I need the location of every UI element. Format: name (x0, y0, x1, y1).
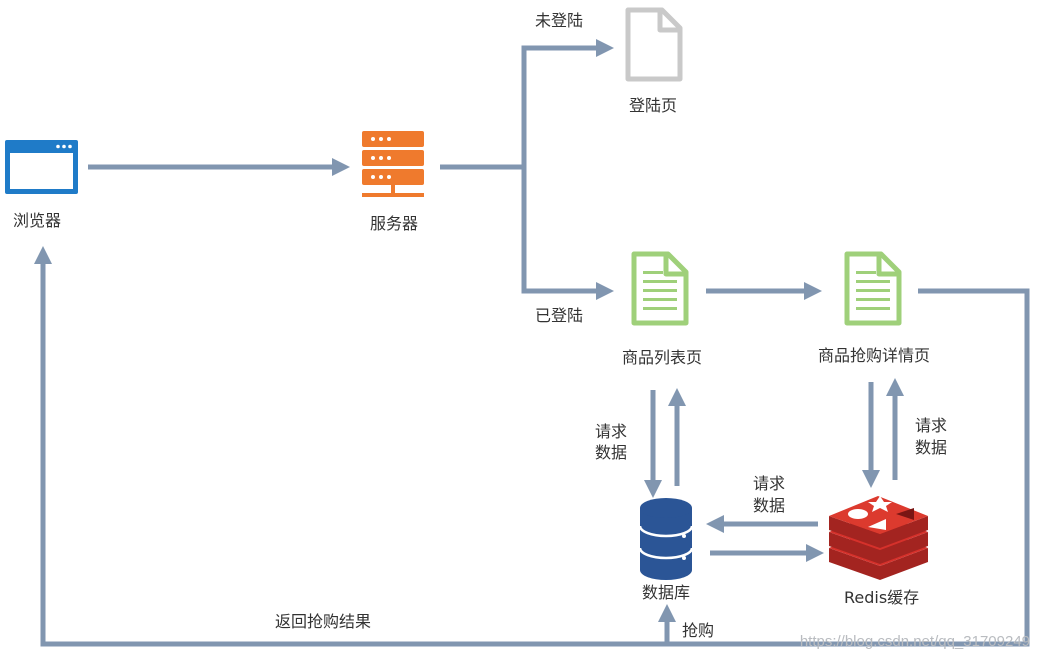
detail-to-redis-arrow (862, 470, 880, 488)
server-rack-icon (362, 131, 424, 197)
return-result-label: 返回抢购结果 (275, 612, 371, 631)
branch-to-login-line (521, 45, 598, 167)
list-to-detail-arrow (804, 282, 822, 300)
connectors (34, 39, 1030, 647)
not-logged-in-label: 未登陆 (535, 11, 583, 30)
detail-request-label-line2: 数据 (915, 438, 947, 457)
browser-to-server-arrow (332, 158, 350, 176)
return-to-browser-arrow (34, 246, 52, 264)
purchase-return-line (40, 262, 1030, 647)
list-request-label-line1: 请求 (595, 422, 627, 441)
redis-request-label-line2: 数据 (753, 496, 785, 515)
database-label: 数据库 (642, 583, 690, 602)
list-request-label-line2: 数据 (595, 443, 627, 462)
redis-request-label-line1: 请求 (753, 474, 785, 493)
product-list-label: 商品列表页 (622, 348, 702, 367)
redis-icon (829, 496, 928, 580)
browser-window-icon (5, 140, 78, 194)
product-list-document-icon (631, 251, 689, 326)
branch-to-list-arrow (596, 282, 614, 300)
db-to-redis-arrow (806, 544, 824, 562)
product-detail-label: 商品抢购详情页 (818, 346, 930, 365)
login-page-document-icon (625, 7, 683, 82)
redis-to-db-arrow (706, 515, 724, 533)
login-page-label: 登陆页 (629, 96, 677, 115)
server-label: 服务器 (370, 214, 418, 233)
detail-request-label-line1: 请求 (915, 416, 947, 435)
product-detail-document-icon (844, 251, 902, 326)
list-to-db-arrow (644, 480, 662, 498)
logged-in-label: 已登陆 (535, 306, 583, 325)
db-to-list-arrow (668, 388, 686, 406)
watermark-text: https://blog.csdn.net/qq_31709249 (800, 633, 1030, 650)
purchase-to-db-arrow (658, 604, 676, 622)
purchase-label: 抢购 (682, 621, 714, 640)
browser-label: 浏览器 (13, 211, 61, 230)
redis-label: Redis缓存 (844, 588, 919, 607)
branch-to-list-line (521, 167, 598, 294)
redis-to-detail-arrow (886, 378, 904, 396)
database-icon (638, 498, 694, 580)
branch-to-login-arrow (596, 39, 614, 57)
